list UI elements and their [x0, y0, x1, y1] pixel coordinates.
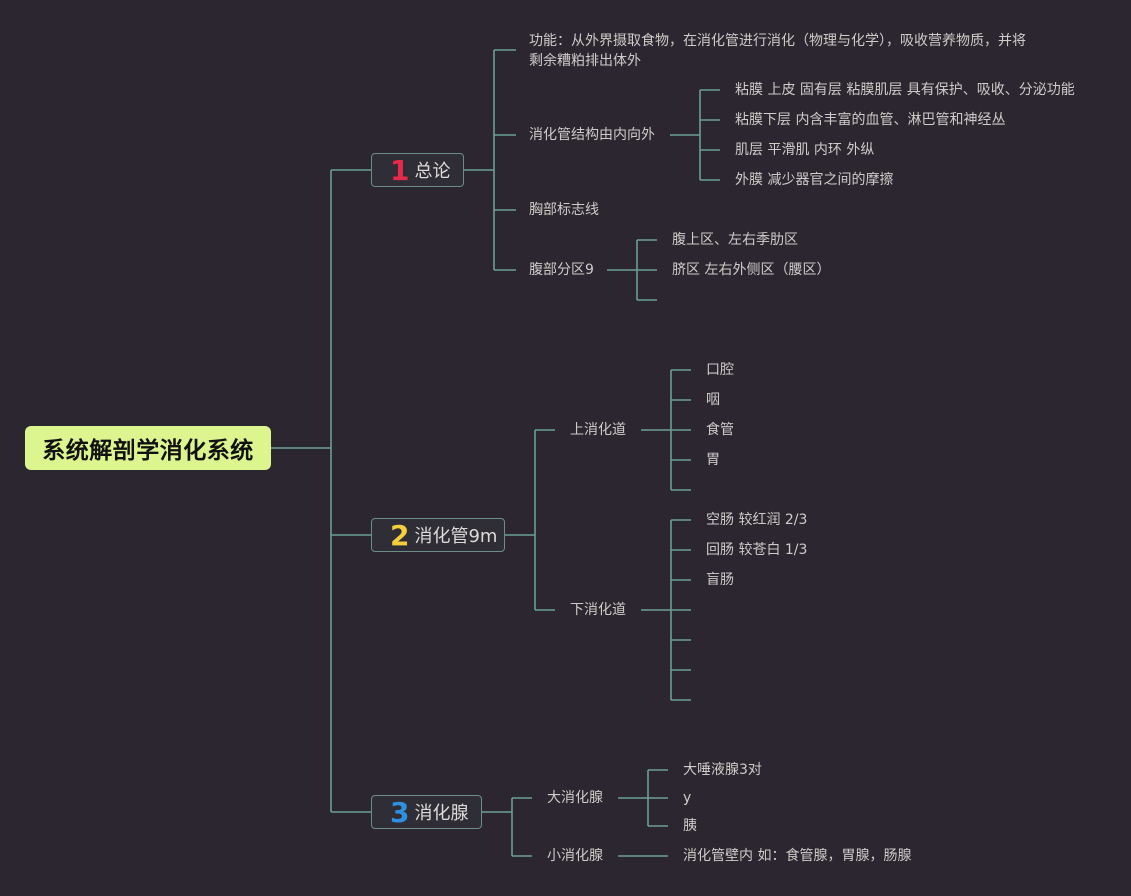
topic-digestive-tract[interactable]: 2 消化管9m — [371, 518, 505, 552]
node-lower-item[interactable]: 盲肠 — [706, 572, 734, 588]
node-structure-item[interactable]: 肌层 平滑肌 内环 外纵 — [735, 142, 875, 158]
node-upper-item[interactable]: 口腔 — [706, 362, 734, 378]
topic-label: 消化管9m — [414, 526, 498, 547]
node-lower-item[interactable]: 回肠 较苍白 1/3 — [706, 542, 808, 558]
node-abdomen-item[interactable]: 腹上区、左右季肋区 — [672, 232, 798, 248]
node-major-item[interactable]: y — [683, 790, 692, 806]
node-chest-lines[interactable]: 胸部标志线 — [529, 202, 599, 218]
node-structure[interactable]: 消化管结构由内向外 — [529, 127, 655, 143]
node-function[interactable]: 功能：从外界摄取食物，在消化管进行消化（物理与化学），吸收营养物质，并将剩余糟粕… — [529, 33, 1026, 69]
node-structure-item[interactable]: 粘膜下层 内含丰富的血管、淋巴管和神经丛 — [735, 112, 1006, 128]
topic-digestive-glands[interactable]: 3 消化腺 — [371, 795, 482, 829]
node-minor-glands[interactable]: 小消化腺 — [547, 848, 603, 864]
topic-number: 2 — [390, 518, 410, 552]
node-upper-item[interactable]: 胃 — [706, 452, 720, 468]
node-lower-tract[interactable]: 下消化道 — [570, 602, 626, 618]
node-major-item[interactable]: 胰 — [683, 818, 697, 834]
topic-overview[interactable]: 1 总论 — [371, 153, 464, 187]
root-node[interactable]: 系统解剖学消化系统 — [25, 426, 271, 470]
node-structure-item[interactable]: 粘膜 上皮 固有层 粘膜肌层 具有保护、吸收、分泌功能 — [735, 82, 1075, 98]
topic-label: 消化腺 — [414, 803, 469, 824]
node-structure-item[interactable]: 外膜 减少器官之间的摩擦 — [735, 172, 894, 188]
node-upper-item[interactable]: 咽 — [706, 392, 720, 408]
node-abdomen-item[interactable]: 脐区 左右外侧区（腰区） — [672, 262, 831, 278]
node-minor-item[interactable]: 消化管壁内 如：食管腺，胃腺，肠腺 — [683, 848, 912, 864]
node-major-glands[interactable]: 大消化腺 — [547, 790, 603, 806]
topic-number: 1 — [390, 153, 410, 187]
topic-label: 总论 — [414, 161, 451, 182]
topic-number: 3 — [390, 795, 410, 829]
node-lower-item[interactable]: 空肠 较红润 2/3 — [706, 512, 808, 528]
node-abdomen-regions[interactable]: 腹部分区9 — [529, 262, 594, 278]
node-upper-tract[interactable]: 上消化道 — [570, 422, 626, 438]
node-upper-item[interactable]: 食管 — [706, 422, 734, 438]
node-major-item[interactable]: 大唾液腺3对 — [683, 762, 762, 778]
